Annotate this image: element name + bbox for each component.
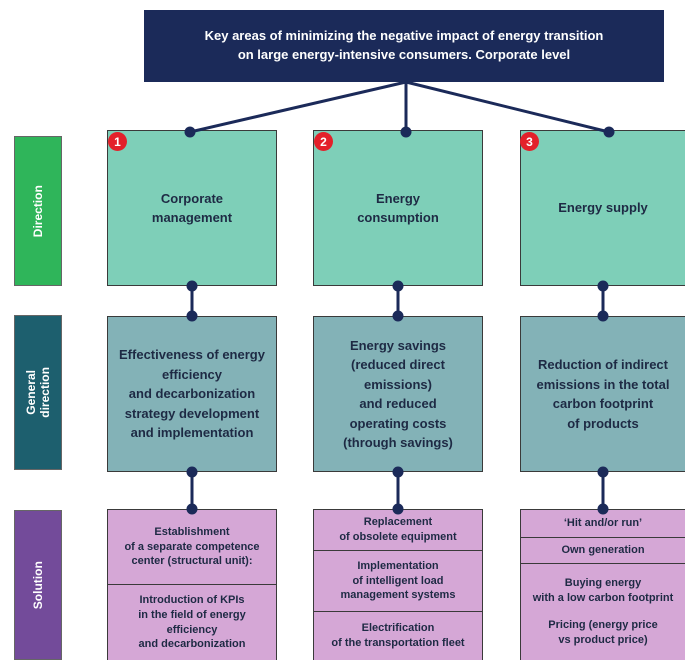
solution-text: of the transportation fleet bbox=[331, 637, 465, 649]
badge-3: 3 bbox=[520, 132, 539, 151]
solution-text: ‘Hit and/or run’ bbox=[563, 517, 643, 530]
row-label-general-line-2: direction bbox=[38, 367, 53, 418]
solution-text: Implementation bbox=[357, 559, 439, 572]
general-text: emissions) bbox=[364, 376, 432, 392]
solution-text: of intelligent load bbox=[352, 574, 444, 587]
row-label-general-direction: General direction bbox=[14, 315, 62, 470]
direction-text: consumption bbox=[357, 210, 439, 225]
general-text: strategy development bbox=[124, 405, 260, 421]
direction-box-energy-supply: Energy supply bbox=[520, 130, 685, 286]
general-text: carbon footprint bbox=[552, 396, 654, 411]
solution-box-3-1: ‘Hit and/or run’ bbox=[520, 509, 685, 538]
solution-text: with a low carbon footprint bbox=[532, 592, 674, 604]
badge-1: 1 bbox=[108, 132, 127, 151]
general-text: Effectiveness of energy bbox=[119, 347, 265, 363]
direction-text: Corporate bbox=[160, 190, 224, 206]
solution-text: Electrification bbox=[361, 622, 435, 635]
general-text: of products bbox=[567, 415, 639, 431]
solution-text: Own generation bbox=[561, 544, 645, 557]
diagram-title: Key areas of minimizing the negative imp… bbox=[144, 10, 664, 82]
badge-2: 2 bbox=[314, 132, 333, 151]
direction-box-corporate-management: Corporate management bbox=[107, 130, 277, 286]
solution-text: management systems bbox=[340, 589, 456, 602]
title-line-1: Key areas of minimizing the negative imp… bbox=[204, 28, 604, 44]
solution-text: Pricing (energy price bbox=[548, 619, 658, 632]
solution-text: center (structural unit): bbox=[131, 555, 253, 568]
solution-box-1-1: Establishment of a separate competence c… bbox=[107, 509, 277, 585]
solution-box-2-1: Replacement of obsolete equipment bbox=[313, 509, 483, 551]
general-text: (reduced direct bbox=[351, 357, 445, 372]
solution-text: of obsolete equipment bbox=[339, 531, 457, 543]
general-box-1: Effectiveness of energy efficiency and d… bbox=[107, 316, 277, 472]
general-text: efficiency bbox=[162, 366, 222, 382]
solution-text: Introduction of KPIs bbox=[139, 593, 245, 606]
general-text: and reduced bbox=[359, 396, 437, 411]
solution-text: of a separate competence bbox=[124, 540, 260, 553]
row-label-direction: Direction bbox=[14, 136, 62, 286]
general-text: and decarbonization bbox=[128, 386, 256, 402]
connector-title-col1 bbox=[189, 80, 407, 134]
direction-text: Energy supply bbox=[558, 200, 648, 216]
solution-text: vs product price) bbox=[558, 634, 648, 646]
solution-box-3-3: Buying energy with a low carbon footprin… bbox=[520, 563, 685, 660]
general-text: emissions in the total bbox=[536, 376, 670, 392]
direction-text: management bbox=[151, 210, 233, 225]
row-label-direction-text: Direction bbox=[30, 184, 45, 237]
solution-text: Establishment bbox=[154, 525, 230, 538]
solution-text: and decarbonization bbox=[138, 638, 246, 651]
row-label-solution: Solution bbox=[14, 510, 62, 660]
general-text: Energy savings bbox=[349, 337, 447, 353]
solution-text: in the field of energy bbox=[138, 608, 246, 621]
solution-text: efficiency bbox=[166, 623, 218, 636]
solution-text: Replacement bbox=[363, 516, 433, 529]
solution-box-2-2: Implementation of intelligent load manag… bbox=[313, 550, 483, 612]
solution-box-3-2: Own generation bbox=[520, 537, 685, 564]
row-label-solution-text: Solution bbox=[30, 560, 45, 609]
general-text: (through savings) bbox=[343, 435, 453, 450]
solution-text: Buying energy bbox=[564, 577, 642, 590]
connector-title-col3 bbox=[405, 80, 610, 134]
title-line-2: on large energy-intensive consumers. Cor… bbox=[237, 47, 571, 62]
general-text: and implementation bbox=[130, 425, 254, 441]
solution-box-2-3: Electrification of the transportation fl… bbox=[313, 611, 483, 660]
general-text: Reduction of indirect bbox=[537, 357, 668, 372]
direction-box-energy-consumption: Energy consumption bbox=[313, 130, 483, 286]
general-box-3: Reduction of indirect emissions in the t… bbox=[520, 316, 685, 472]
row-label-general-text: General direction bbox=[24, 367, 53, 418]
general-text: operating costs bbox=[349, 415, 447, 431]
row-label-general-line-1: General bbox=[23, 370, 38, 415]
solution-box-1-2: Introduction of KPIs in the field of ene… bbox=[107, 584, 277, 660]
general-box-2: Energy savings (reduced direct emissions… bbox=[313, 316, 483, 472]
direction-text: Energy bbox=[375, 190, 421, 206]
